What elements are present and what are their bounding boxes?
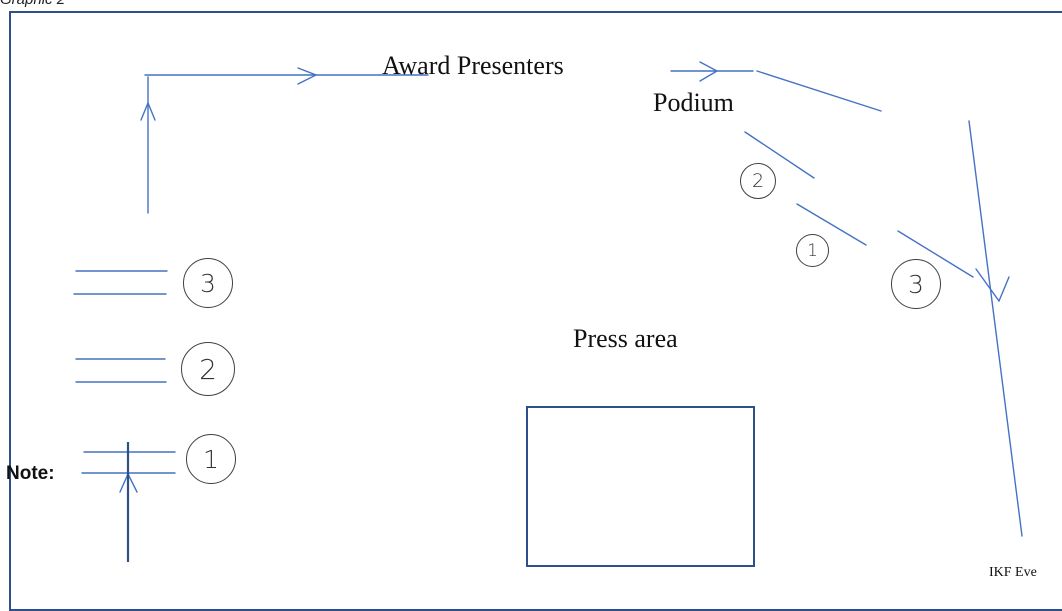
left-position-1-circle: 1 [186, 434, 236, 484]
presenters-path-up-arrow [140, 101, 156, 121]
exit-path-line [968, 120, 1023, 537]
podium-position-2-circle: 2 [740, 163, 776, 199]
presenters-path-right-arrow [297, 67, 318, 85]
podium-label: Podium [653, 88, 734, 117]
exit-path-arrow-left [975, 268, 1000, 302]
press-area-label: Press area [573, 324, 678, 353]
note-label: Note: [6, 463, 55, 484]
podium-step-3-line [897, 230, 974, 278]
podium-position-3-circle: 3 [891, 259, 941, 309]
left-position-3-circle: 3 [183, 258, 233, 308]
left-position-2-circle: 2 [181, 342, 235, 396]
podium-position-1-circle: 1 [796, 234, 829, 267]
award-presenters-label: Award Presenters [382, 51, 564, 80]
podium-step-1-line [796, 203, 867, 246]
graphic-caption: Graphic 2 [0, 0, 65, 9]
exit-path-arrow-right [998, 276, 1010, 302]
organizer-label: IKF Eve [989, 565, 1037, 580]
podium-step-2-line [744, 131, 815, 179]
podium-path-diagonal [756, 70, 882, 112]
podium-path-right-arrow [699, 61, 719, 82]
press-area-box [526, 406, 755, 567]
